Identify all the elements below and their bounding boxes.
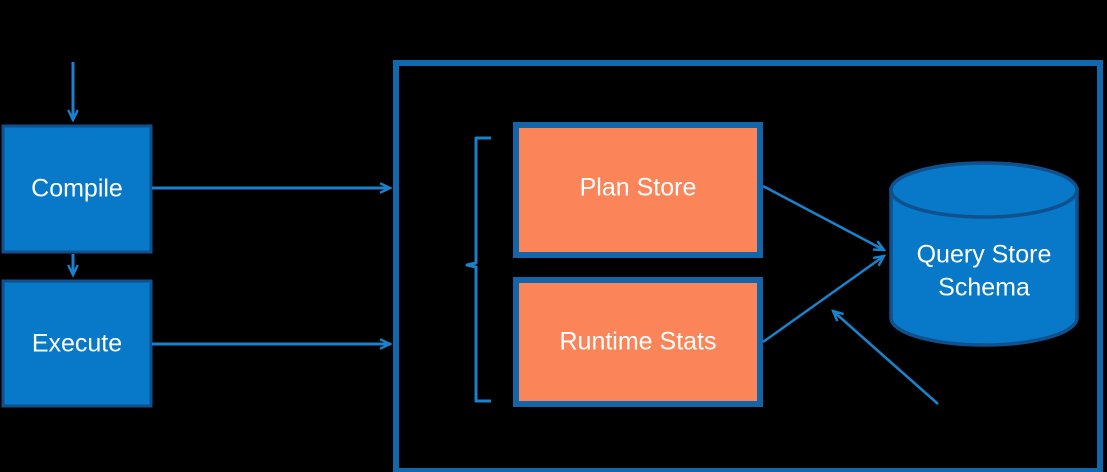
query-store-container [393,60,1103,472]
node-compile[interactable] [1,124,153,254]
edge-external-to-schema [833,311,939,405]
edge-plan-store-to-schema [762,184,884,250]
edge-runtime-stats-to-schema [762,256,884,344]
node-plan-store[interactable] [513,122,763,258]
grouping-bracket [465,136,491,403]
node-query-store-schema[interactable] [889,161,1079,347]
node-runtime-stats[interactable] [513,277,763,407]
node-execute[interactable] [1,279,153,408]
